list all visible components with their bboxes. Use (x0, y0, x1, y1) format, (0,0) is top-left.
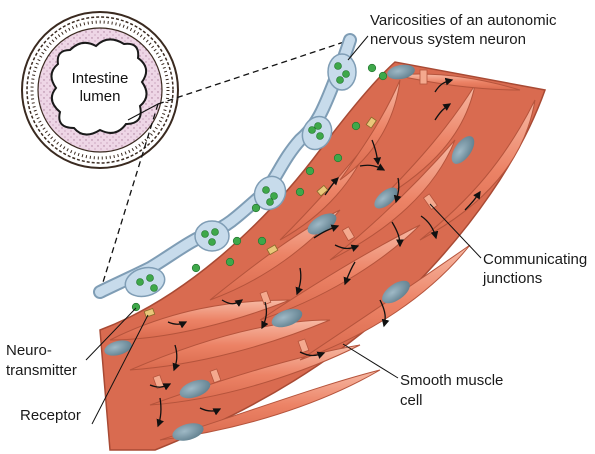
varicosities-label-line2: nervous system neuron (370, 31, 526, 48)
smooth-muscle-label-line1: Smooth muscle (400, 372, 503, 389)
varicosities-label-line1: Varicosities of an autonomic (370, 12, 557, 29)
lumen-shape (51, 39, 146, 134)
smooth-muscle-label-line2: cell (400, 392, 423, 409)
zoom-line-top (158, 40, 350, 104)
neurotransmitter-label-line1: Neuro- (6, 342, 52, 359)
receptor-label: Receptor (20, 407, 81, 424)
communicating-label-line2: junctions (482, 270, 542, 287)
neurotransmitter-label-line2: transmitter (6, 362, 77, 379)
communicating-label-line1: Communicating (483, 251, 587, 268)
lumen-label-line1: Intestine (72, 70, 129, 87)
lumen-label-line2: lumen (80, 88, 121, 105)
varicosity (195, 221, 229, 251)
varicosity (328, 54, 356, 90)
intestine-cross-section: Intestine lumen (22, 12, 178, 168)
